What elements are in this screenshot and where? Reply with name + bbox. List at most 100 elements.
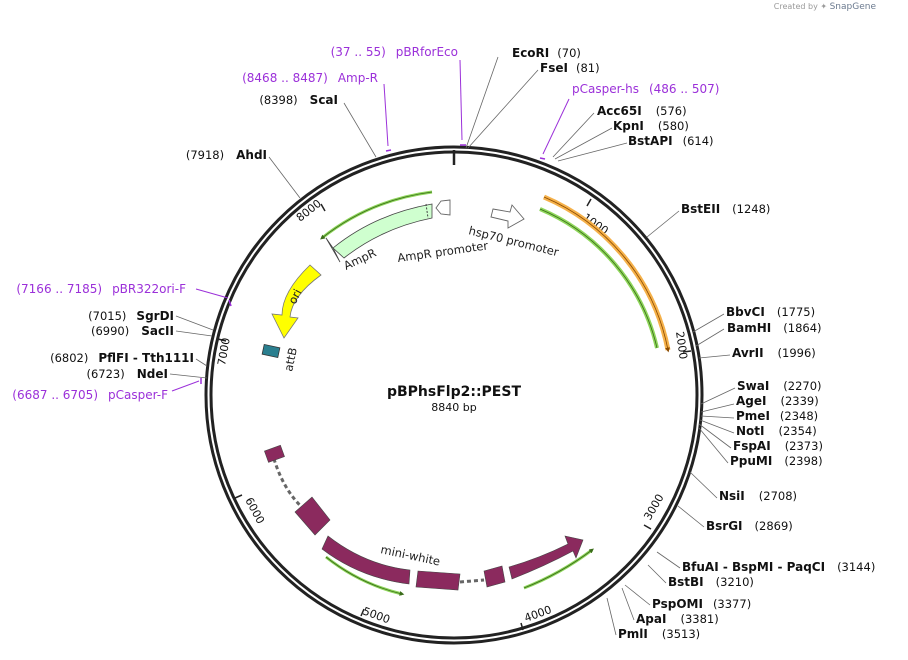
lead-bstapi — [557, 142, 628, 162]
snapgene-logo-icon: ✦ — [820, 2, 828, 11]
primer-pbr322ori-f: (7166 .. 7185)pBR322ori-F — [16, 282, 186, 296]
lead-ahdi — [268, 156, 301, 199]
enzyme-sacii: (6990)SacII — [91, 324, 174, 338]
tick-mark-6000 — [234, 494, 243, 499]
enzyme-bsrgi: BsrGI(2869) — [706, 519, 793, 533]
plasmid-length: 8840 bp — [431, 401, 476, 414]
lead-pmli — [606, 597, 617, 636]
lead-pmei — [700, 415, 735, 419]
lead-avrii — [698, 354, 731, 359]
credit-prefix: Created by — [773, 2, 818, 11]
attb-label: attB — [281, 346, 300, 372]
lead-nsii — [689, 471, 718, 499]
lead-bstbi — [647, 564, 667, 584]
enzyme-pmli: PmlI(3513) — [618, 627, 700, 641]
tick-7000: 7000 — [215, 337, 233, 367]
enzyme-bamhi: BamHI(1864) — [727, 321, 822, 335]
mini-white-exon-5 — [483, 565, 506, 588]
hsp70-promoter-arrow — [490, 204, 525, 229]
enzyme-kpni: KpnI(580) — [613, 119, 689, 133]
enzyme-ahdi: (7918)AhdI — [186, 148, 267, 162]
enzyme-pflfi-tth111i: (6802)PflFI - Tth111I — [50, 351, 194, 365]
plead-pbr322ori-f — [195, 288, 229, 299]
lead-sacii — [175, 330, 213, 337]
lead-agei — [700, 403, 735, 413]
tick-5000: 5000 — [361, 605, 392, 627]
lead-bsrgi — [677, 505, 705, 528]
tick-marks — [217, 198, 692, 631]
lead-fsei — [467, 69, 539, 149]
enzyme-ecori: EcoRI(70) — [512, 46, 581, 60]
enzyme-noti: NotI(2354) — [736, 424, 817, 438]
ampr-arrow — [332, 203, 433, 259]
tick-mark-5000 — [360, 608, 365, 617]
enzyme-fspai: FspAI(2373) — [733, 439, 823, 453]
credit: Created by ✦ SnapGene — [774, 2, 876, 12]
enzyme-ppumi: PpuMI(2398) — [730, 454, 823, 468]
backbone-outer — [204, 145, 704, 645]
lead-acc65i — [552, 112, 595, 158]
mini-white-exon-3 — [321, 535, 411, 585]
ampr-promoter-label: AmpR promoter — [396, 238, 489, 265]
enzyme-pspomi: PspOMI(3377) — [652, 597, 751, 611]
enzyme-bstbi: BstBI(3210) — [668, 575, 754, 589]
mini-white-intron-2 — [459, 578, 485, 584]
plead-pcasper-hs — [542, 98, 570, 155]
lead-apai — [621, 587, 635, 621]
lead-bamhi — [695, 328, 725, 347]
credit-brand: SnapGene — [829, 2, 876, 12]
ori-arrow — [271, 264, 322, 339]
primer-pcasper-f: (6687 .. 6705)pCasper-F — [12, 388, 168, 402]
enzyme-sgrdi: (7015)SgrDI — [88, 309, 174, 323]
enzyme-nsii: NsiI(2708) — [719, 489, 797, 503]
enzyme-ndei: (6723)NdeI — [87, 367, 169, 381]
lead-fspai — [698, 423, 732, 449]
lead-bbvci — [692, 313, 725, 333]
tick-2000: 2000 — [673, 331, 690, 361]
lead-swai — [700, 387, 736, 405]
lead-ppumi — [698, 427, 729, 464]
ampr-promoter-arrow — [435, 199, 451, 216]
mini-white-intron — [270, 451, 306, 512]
lead-bfuai — [656, 551, 681, 569]
lead-ndei — [169, 373, 208, 379]
enzyme-bbvci: BbvCI(1775) — [726, 305, 815, 319]
attb-box — [261, 343, 281, 359]
plasmid-name: pBPhsFlp2::PEST — [387, 384, 521, 400]
green-arc-right-edge — [539, 208, 658, 349]
mini-white-exon-4 — [415, 570, 461, 591]
primer-mark-amp-r — [385, 149, 392, 152]
plead-pbrforeco — [459, 59, 463, 141]
primer-mark-pcasper-hs — [539, 157, 546, 160]
lead-kpni — [554, 127, 613, 160]
tick-mark-7000 — [217, 338, 227, 342]
enzyme-fsei: FseI(81) — [540, 61, 600, 75]
enzyme-swai: SwaI(2270) — [737, 379, 822, 393]
enzyme-bfuai-bspmi-paqci: BfuAI - BspMI - PaqCI(3144) — [682, 560, 875, 574]
green-arrow-bottom-left-edge — [325, 556, 405, 596]
enzyme-bstapi: BstAPI(614) — [628, 134, 714, 148]
orange-feature-edge — [543, 196, 670, 353]
ampr-green-arrow-edge — [320, 191, 433, 240]
enzyme-pmei: PmeI(2348) — [736, 409, 818, 423]
lead-scai — [343, 102, 377, 158]
lead-pflfi — [195, 358, 208, 367]
lead-pspomi — [624, 584, 651, 606]
lead-sgrdi — [175, 315, 214, 331]
primer-pbrforeco: (37 .. 55)pBRforEco — [331, 45, 458, 59]
tick-mark-3000 — [643, 524, 652, 530]
ampr-segment-mark — [425, 203, 429, 219]
enzyme-avrii: AvrII(1996) — [732, 346, 816, 360]
primer-mark-pbr322ori-f — [228, 299, 232, 307]
plead-pcasper-f — [171, 380, 200, 392]
lead-noti — [699, 419, 735, 434]
tick-mark-1000 — [586, 198, 592, 207]
enzyme-apai: ApaI(3381) — [636, 612, 719, 626]
enzyme-acc65i: Acc65I(576) — [597, 104, 687, 118]
primer-pcasper-hs: pCasper-hs(486 .. 507) — [572, 82, 719, 96]
mini-white-exon-6 — [508, 535, 584, 580]
enzyme-scai: (8398)ScaI — [259, 93, 338, 107]
tick-mark-2000 — [682, 350, 692, 353]
primer-amp-r: (8468 .. 8487)Amp-R — [242, 71, 378, 85]
